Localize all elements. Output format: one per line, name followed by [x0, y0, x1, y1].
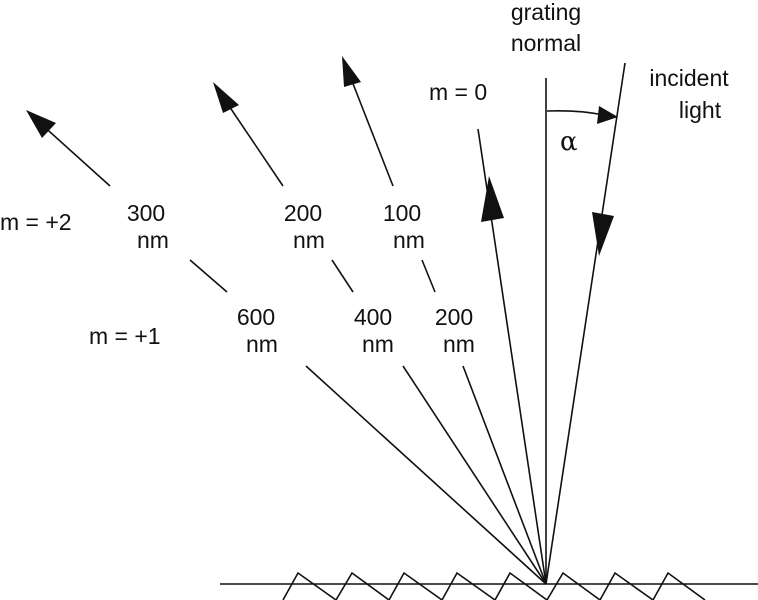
- order-2-200nm-ray: [224, 99, 284, 187]
- incident-light-label-line2: light: [679, 97, 722, 123]
- order-0-arrowhead-icon: [481, 176, 504, 222]
- order-1-400nm-unit: nm: [362, 331, 394, 357]
- order-2-100nm-ray: [349, 75, 394, 187]
- order-0-label: m = 0: [429, 79, 487, 105]
- alpha-label: α: [560, 127, 578, 157]
- order-2-100nm-mid-segment: [421, 259, 436, 293]
- order-2-300nm-ray: [39, 122, 111, 187]
- grating-normal-label-line2: normal: [511, 30, 581, 56]
- grating-normal-label-line1: grating: [511, 0, 581, 25]
- order-2-100nm-arrowhead-icon: [342, 56, 361, 87]
- order-1-600nm-ray: [305, 365, 547, 585]
- order-2-100nm-unit: nm: [393, 227, 425, 253]
- order-2-300nm-mid-segment: [189, 259, 228, 293]
- order-2-200nm-unit: nm: [293, 227, 325, 253]
- incident-light-label-line1: incident: [649, 65, 729, 91]
- order-2-300nm-value: 300: [127, 200, 165, 226]
- order-1-200nm-value: 200: [435, 304, 473, 330]
- order-2-200nm-mid-segment: [331, 259, 354, 293]
- incident-light-ray: [545, 62, 626, 585]
- order-1-200nm-ray: [462, 365, 547, 585]
- order-2-200nm-arrowhead-icon: [213, 82, 239, 113]
- order-1-400nm-ray: [402, 365, 547, 585]
- order-2-200nm-value: 200: [284, 200, 322, 226]
- order-plus1-label: m = +1: [89, 323, 161, 349]
- alpha-arrowhead-icon: [597, 106, 618, 124]
- order-plus2-label: m = +2: [0, 209, 72, 235]
- incident-arrowhead-icon: [592, 212, 614, 256]
- order-1-600nm-value: 600: [237, 304, 275, 330]
- order-1-600nm-unit: nm: [246, 331, 278, 357]
- alpha-angle-arc: [546, 110, 604, 116]
- order-2-300nm-arrowhead-icon: [26, 110, 56, 138]
- grating-grooves: [282, 571, 706, 600]
- order-1-400nm-value: 400: [354, 304, 392, 330]
- order-2-100nm-value: 100: [383, 200, 421, 226]
- order-1-200nm-unit: nm: [443, 331, 475, 357]
- order-2-300nm-unit: nm: [137, 227, 169, 253]
